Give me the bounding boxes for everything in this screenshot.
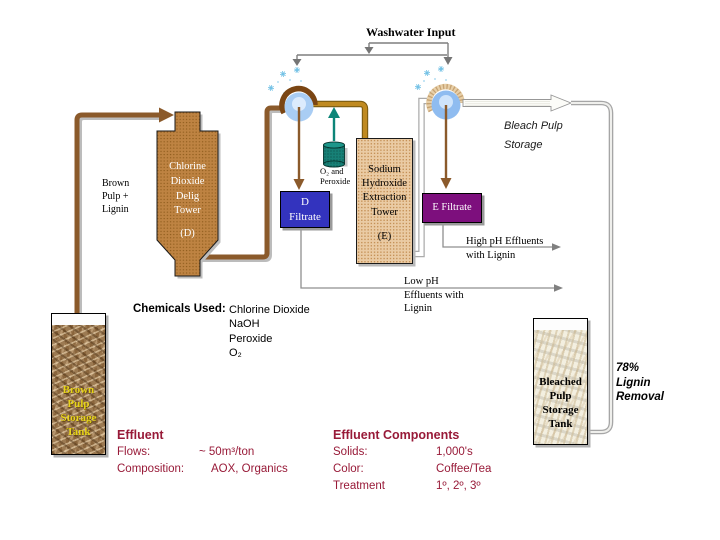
label-high-ph-effluents: High pH Effluents with Lignin xyxy=(466,236,544,261)
washwater-distribution-lines xyxy=(296,42,449,60)
bleached-pulp-arrow xyxy=(462,94,573,112)
washer-drum-2-icon xyxy=(426,83,465,189)
oxygen-peroxide-cylinder-icon xyxy=(323,107,348,168)
low-ph-effluent-line xyxy=(300,229,563,292)
effluent-components-row-value: 1º, 2º, 3º xyxy=(436,480,481,492)
e-filtrate-box: E Filtrate xyxy=(422,193,482,223)
bleached-tank-label: Bleached Pulp Storage Tank xyxy=(539,376,582,430)
effluent-heading: Effluent xyxy=(117,428,164,442)
tank-headspace xyxy=(534,319,587,330)
chemicals-used-heading: Chemicals Used: xyxy=(133,303,226,315)
pipe-brown-pulp-to-tower-d xyxy=(74,107,174,316)
tower-chlorine-dioxide-tag: (D) xyxy=(180,228,195,239)
tower-sodium-hydroxide xyxy=(356,138,413,264)
label-bleach-pulp-storage: Bleach Pulp Storage xyxy=(504,120,563,151)
effluent-row-label: Flows: xyxy=(117,446,151,458)
effluent-components-row-value: Coffee/Tea xyxy=(436,463,492,475)
label-lignin-removal: 78% Lignin Removal xyxy=(616,362,664,403)
tank-headspace xyxy=(52,314,105,325)
effluent-row-value: ~ 50m³/ton xyxy=(199,446,255,458)
pipe-tower-d-to-washer xyxy=(201,105,285,262)
label-low-ph-effluents: Low pH Effluents with Lignin xyxy=(404,276,464,314)
chemicals-used-list: Chlorine Dioxide NaOH Peroxide O₂ xyxy=(229,304,310,360)
effluent-row-label: Composition: xyxy=(117,463,185,475)
chlorine-dioxide-tower-shape xyxy=(156,111,221,279)
washwater-arrowheads xyxy=(292,47,453,66)
pipe-to-bleached-tank xyxy=(571,100,614,435)
label-washwater-input: Washwater Input xyxy=(366,25,456,39)
label-o2-peroxide: O₂ and Peroxide xyxy=(320,166,351,186)
effluent-row-value: AOX, Organics xyxy=(211,463,288,475)
effluent-components-row-value: 1,000's xyxy=(436,446,473,458)
effluent-components-row-label: Solids: xyxy=(333,446,368,458)
tower-sodium-hydroxide-tag: (E) xyxy=(377,231,392,242)
high-ph-effluent-line xyxy=(442,224,561,251)
washer-drum-1-icon xyxy=(279,85,318,190)
tower-sodium-hydroxide-label: Sodium Hydroxide Extraction Tower xyxy=(362,164,407,218)
effluent-components-heading: Effluent Components xyxy=(333,428,460,442)
pipe-tower-e-to-washer xyxy=(413,97,430,258)
brown-pulp-storage-tank: Brown Pulp Storage Tank xyxy=(51,313,106,455)
effluent-components-row-label: Color: xyxy=(333,463,364,475)
effluent-components-row-label: Treatment xyxy=(333,480,385,492)
pipe-washer-to-tower-e xyxy=(313,100,369,139)
brown-tank-label: Brown Pulp Storage Tank xyxy=(60,384,97,438)
tower-chlorine-dioxide-label: Chlorine Dioxide Delig Tower xyxy=(169,161,206,217)
label-brown-pulp-lignin: Brown Pulp + Lignin xyxy=(102,178,130,215)
d-filtrate-box: D Filtrate xyxy=(280,191,330,228)
bleached-pulp-storage-tank: Bleached Pulp Storage Tank xyxy=(533,318,588,445)
